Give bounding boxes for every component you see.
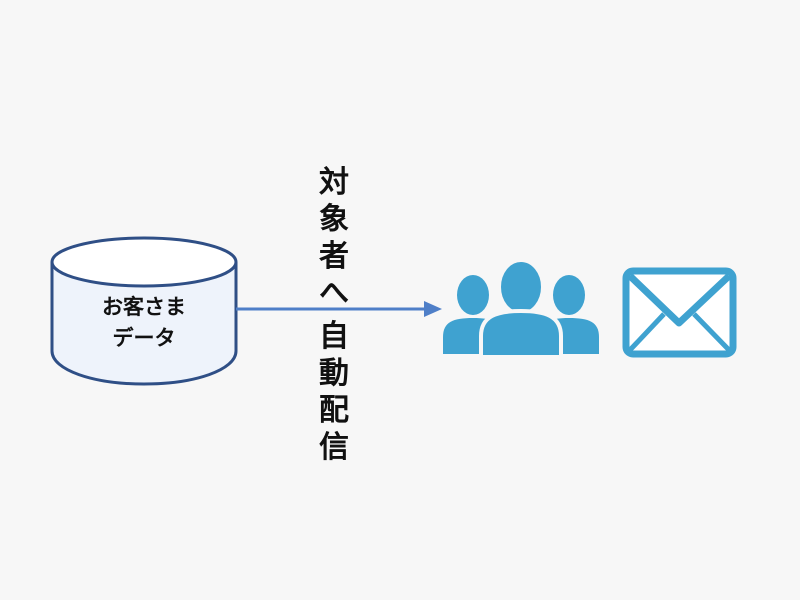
- database-label-line1: お客さま: [102, 295, 186, 319]
- flow-label-char: 者: [319, 239, 349, 274]
- user-group-icon: [443, 258, 599, 359]
- flow-label-part2: 自 動 配 信: [314, 322, 354, 470]
- flow-label-char: へ: [319, 276, 349, 311]
- flow-label-char: 動: [319, 356, 349, 391]
- flow-label-char: 信: [319, 430, 349, 465]
- flow-label-char: 配: [319, 393, 349, 428]
- flow-label-char: 象: [319, 202, 349, 237]
- envelope-icon: [622, 267, 737, 358]
- flow-label-char: 対: [319, 165, 349, 200]
- arrow-right-icon: [236, 301, 442, 317]
- database-label-line2: データ: [112, 326, 176, 350]
- flow-label-part1: 対 象 者 へ: [314, 168, 354, 316]
- database-label: お客さま データ: [52, 292, 236, 354]
- database-cylinder-icon: [50, 236, 238, 386]
- flow-label-char: 自: [319, 319, 349, 354]
